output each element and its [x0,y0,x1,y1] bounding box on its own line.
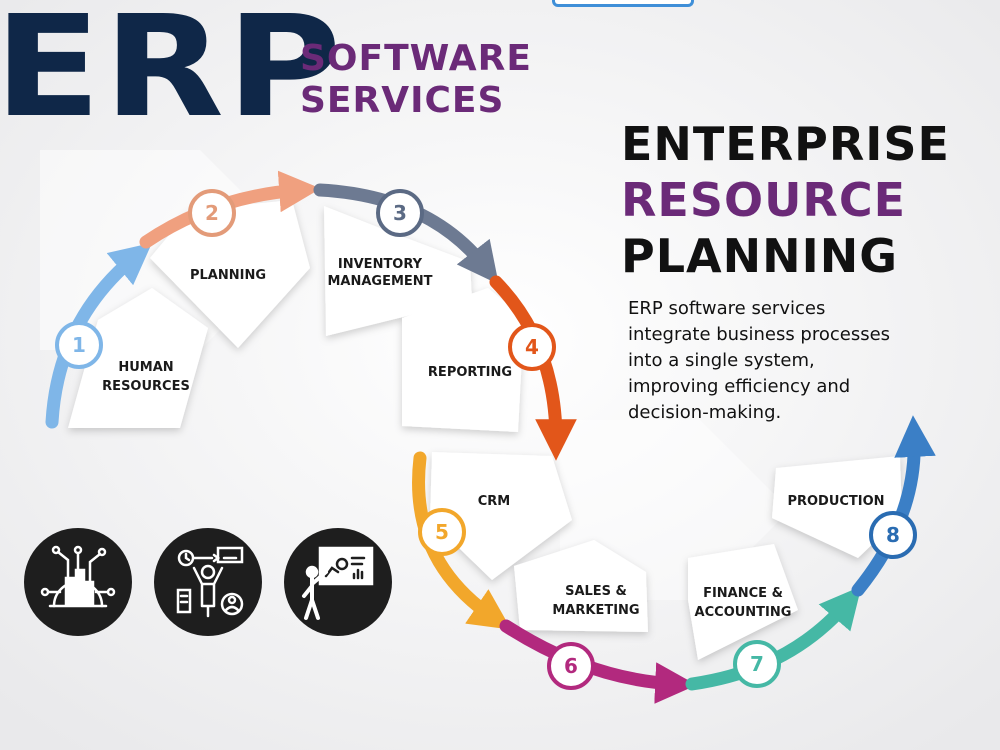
step-number: 8 [886,523,900,547]
top-tab-decor [552,0,694,7]
panel-planning [150,200,310,348]
step-number: 5 [435,520,449,544]
arrow-7 [685,586,862,691]
heading-line-1: ENTERPRISE [621,117,950,171]
step-label: HUMAN [118,360,173,375]
panel-human-resources [68,288,208,428]
step-label: ACCOUNTING [695,605,792,620]
step-label: REPORTING [428,365,512,380]
brand-erp: ERP [0,0,344,149]
step-label: PRODUCTION [787,494,884,509]
network-gear-icon [24,528,132,636]
step-number: 4 [525,335,539,359]
description-line: into a single system, [628,350,815,371]
step-circle-4: 4 [508,323,556,371]
description: ERP software services integrate business… [628,296,988,426]
panel-sales [514,540,648,632]
brand-line-1: SOFTWARE [300,38,532,79]
heading-line-2: RESOURCE [621,173,907,227]
description-line: decision-making. [628,402,782,423]
step-number: 2 [205,201,219,225]
description-line: integrate business processes [628,324,891,345]
panel-crm [430,452,572,580]
presentation-board-icon [284,528,392,636]
panel-finance [688,544,798,660]
step-label: CRM [478,494,511,509]
step-circle-8: 8 [869,511,917,559]
step-circle-5: 5 [418,508,466,556]
heading-line-3: PLANNING [621,229,898,283]
step-circle-2: 2 [188,189,236,237]
step-label: SALES & [565,584,627,599]
description-line: ERP software services [628,298,826,319]
description-line: improving efficiency and [628,376,851,397]
step-number: 1 [72,333,86,357]
step-circle-3: 3 [376,189,424,237]
step-circle-1: 1 [55,321,103,369]
step-label: MARKETING [552,603,639,618]
step-label: FINANCE & [703,586,783,601]
step-number: 7 [750,652,764,676]
brand-line-2: SERVICES [300,80,505,121]
step-label: MANAGEMENT [327,274,432,289]
panel-reporting [402,288,524,432]
panel-inventory [324,206,472,336]
business-workflow-icon [154,528,262,636]
step-circle-7: 7 [733,640,781,688]
step-label: RESOURCES [102,379,190,394]
step-number: 3 [393,201,407,225]
step-label: PLANNING [190,268,266,283]
step-label: INVENTORY [338,257,423,272]
step-circle-6: 6 [547,642,595,690]
step-number: 6 [564,654,578,678]
